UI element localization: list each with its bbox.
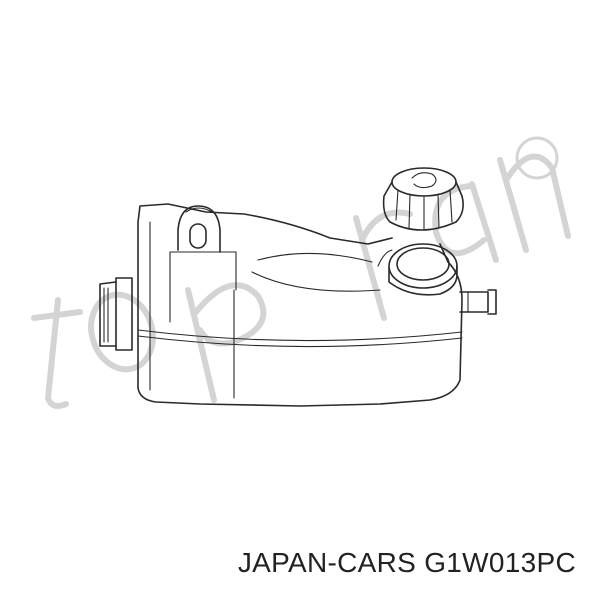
product-caption: JAPAN-CARS G1W013PC: [238, 547, 576, 579]
part-number-label: G1W013PC: [424, 547, 576, 578]
filler-cap: [382, 167, 464, 231]
filler-neck: [377, 243, 458, 296]
tank-body-outline: [137, 203, 463, 407]
mounting-tab: [177, 205, 221, 253]
brand-label: JAPAN-CARS: [237, 547, 417, 578]
part-drawing: [31, 136, 571, 409]
right-outlet-pipe: [459, 289, 497, 315]
topran-watermark-logo: [31, 136, 571, 409]
expansion-tank-drawing: [99, 167, 497, 407]
left-hose-nozzle: [99, 277, 133, 351]
